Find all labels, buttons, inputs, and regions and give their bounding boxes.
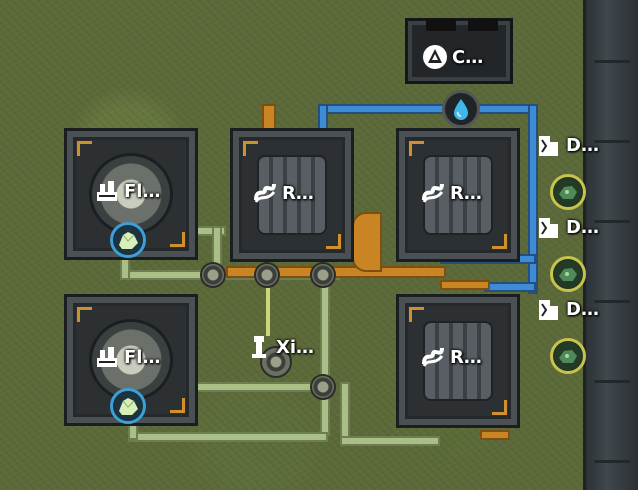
ore-crystal-icon [119,232,138,249]
green-ore-icon [559,268,577,281]
refinery-icon [422,183,444,203]
flow-machine-bottom-label: Fl… [94,344,160,370]
refinery-1-label: R… [252,180,314,206]
extractor-xi-label: Xi… [246,334,314,360]
cooler-name: C… [452,46,484,68]
base-wall [583,0,638,490]
flow-bottom-resource[interactable] [110,388,146,424]
pylon-icon [252,336,266,358]
refinery-icon [422,347,444,367]
flow-top-resource[interactable] [110,222,146,258]
pipe-blue [476,104,536,114]
depot-2-label: D… [536,214,599,240]
depot-2-resource[interactable] [550,256,586,292]
refinery-2[interactable] [396,128,520,262]
refinery-1-name: R… [282,182,314,204]
pipe-junction[interactable] [260,346,292,378]
green-ore-icon [559,186,577,199]
pipe-orange [440,280,490,290]
pipe-orange [480,430,510,440]
pipe-blue [318,104,448,114]
refinery-icon [254,183,276,203]
pipe-junction[interactable] [254,262,280,288]
refinery-2-label: R… [420,180,482,206]
depot-icon [539,136,558,156]
depot-2-name: D… [566,216,599,238]
depot-3-label: D… [536,296,599,322]
depot-3-name: D… [566,298,599,320]
refinery-core [423,155,493,235]
pipe-green [128,432,328,442]
refinery-3-name: R… [450,346,482,368]
flow-machine-bottom-name: Fl… [124,346,161,368]
pipe-junction[interactable] [310,262,336,288]
pipe-blue [318,104,328,130]
cooler-building[interactable] [405,18,513,84]
pipe-orange [352,212,382,272]
depot-icon [539,218,558,238]
flow-machine-top-name: Fl… [124,180,161,202]
depot-3-resource[interactable] [550,338,586,374]
depot-1-resource[interactable] [550,174,586,210]
flow-machine-top-label: Fl… [94,178,160,204]
refinery-2-name: R… [450,182,482,204]
ore-crystal-icon [119,398,138,415]
pipe-blue [484,282,536,292]
pipe-junction[interactable] [310,374,336,400]
water-drop-icon [454,99,468,120]
refinery-1[interactable] [230,128,354,262]
extractor-xi-name: Xi… [276,336,315,358]
cooler-label: C… [422,44,483,70]
pipe-green [196,382,326,392]
depot-icon [539,300,558,320]
cooler-resource[interactable] [442,90,480,128]
pipe-green [266,276,270,336]
green-ore-icon [559,350,577,363]
pipe-blue [528,104,538,294]
depot-1-name: D… [566,134,599,156]
pipe-green [320,276,330,436]
pipe-junction[interactable] [200,262,226,288]
pipe-green [340,436,440,446]
refinery-3-label: R… [420,344,482,370]
pipe-orange [226,266,446,278]
refinery-3[interactable] [396,294,520,428]
triangle-node-icon [423,45,447,69]
factory-icon [97,347,117,367]
depot-1-label: D… [536,132,599,158]
pipe-green [340,382,350,442]
factory-icon [97,181,117,201]
pipe-orange [262,104,276,130]
